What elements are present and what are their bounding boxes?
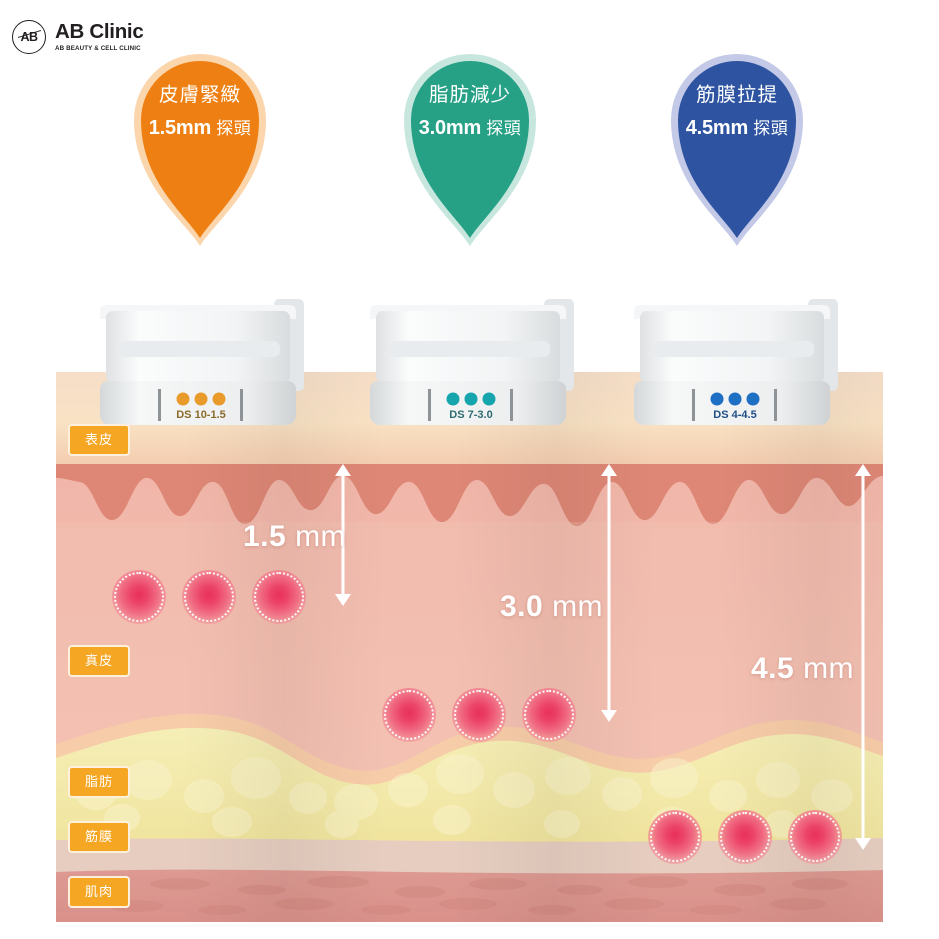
treatment-dot <box>252 570 306 624</box>
logo-monogram-icon: AB <box>12 20 46 54</box>
depth-unit: mm <box>552 590 604 623</box>
treatment-dots-dermis <box>112 570 306 624</box>
treatment-dot <box>522 688 576 742</box>
pin-shape-icon <box>671 54 803 246</box>
depth-label-1.5mm: 1.5 mm <box>243 520 346 554</box>
column-shade-1 <box>182 372 386 922</box>
depth-unit: mm <box>803 652 855 685</box>
treatment-dots-fascia <box>648 810 842 864</box>
treatment-dots-fat <box>382 688 576 742</box>
logo-subtitle: AB BEAUTY & CELL CLINIC <box>55 44 141 52</box>
cartridge-icon: DS 4-4.5 <box>634 299 838 425</box>
pin-shape-icon <box>134 54 266 246</box>
probe-cartridge-2[interactable]: DS 7-3.0 <box>368 285 582 435</box>
logo-wordmark: AB Clinic AB BEAUTY & CELL CLINIC <box>55 20 144 52</box>
treatment-dot <box>788 810 842 864</box>
logo-title: AB Clinic <box>55 20 144 44</box>
depth-value: 3.0 <box>500 590 544 623</box>
pin-shape-icon <box>404 54 536 246</box>
cartridge-model-label: DS 4-4.5 <box>713 409 756 421</box>
layer-label-fat: 脂肪 <box>68 766 130 798</box>
pin-skin-tightening[interactable]: 皮膚緊緻 1.5mm 探頭 <box>124 24 276 250</box>
cartridge-indicator-dots <box>710 392 760 406</box>
brand-logo: AB AB Clinic AB BEAUTY & CELL CLINIC <box>12 20 144 54</box>
treatment-dot <box>718 810 772 864</box>
cartridge-icon: DS 10-1.5 <box>100 299 304 425</box>
depth-label-3.0mm: 3.0 mm <box>500 590 603 624</box>
cartridge-model-label: DS 7-3.0 <box>449 409 492 421</box>
probe-cartridge-3[interactable]: DS 4-4.5 <box>632 285 846 435</box>
layer-label-dermis: 真皮 <box>68 645 130 677</box>
cartridge-indicator-dots <box>446 392 496 406</box>
treatment-dot <box>648 810 702 864</box>
pin-fat-reduction[interactable]: 脂肪減少 3.0mm 探頭 <box>394 24 546 250</box>
column-shade-2 <box>452 372 656 922</box>
depth-value: 4.5 <box>751 652 795 685</box>
cartridge-model-label: DS 10-1.5 <box>176 409 226 421</box>
cartridge-icon: DS 7-3.0 <box>370 299 574 425</box>
cartridge-indicator-dots <box>176 392 226 406</box>
layer-label-epidermis: 表皮 <box>68 424 130 456</box>
depth-unit: mm <box>295 520 347 553</box>
probe-cartridge-1[interactable]: DS 10-1.5 <box>98 285 312 435</box>
pin-fascia-lifting[interactable]: 筋膜拉提 4.5mm 探頭 <box>661 24 813 250</box>
depth-value: 1.5 <box>243 520 287 553</box>
layer-label-fascia: 筋膜 <box>68 821 130 853</box>
treatment-dot <box>382 688 436 742</box>
treatment-dot <box>112 570 166 624</box>
layer-label-muscle: 肌肉 <box>68 876 130 908</box>
treatment-dot <box>452 688 506 742</box>
treatment-dot <box>182 570 236 624</box>
depth-label-4.5mm: 4.5 mm <box>751 652 854 686</box>
